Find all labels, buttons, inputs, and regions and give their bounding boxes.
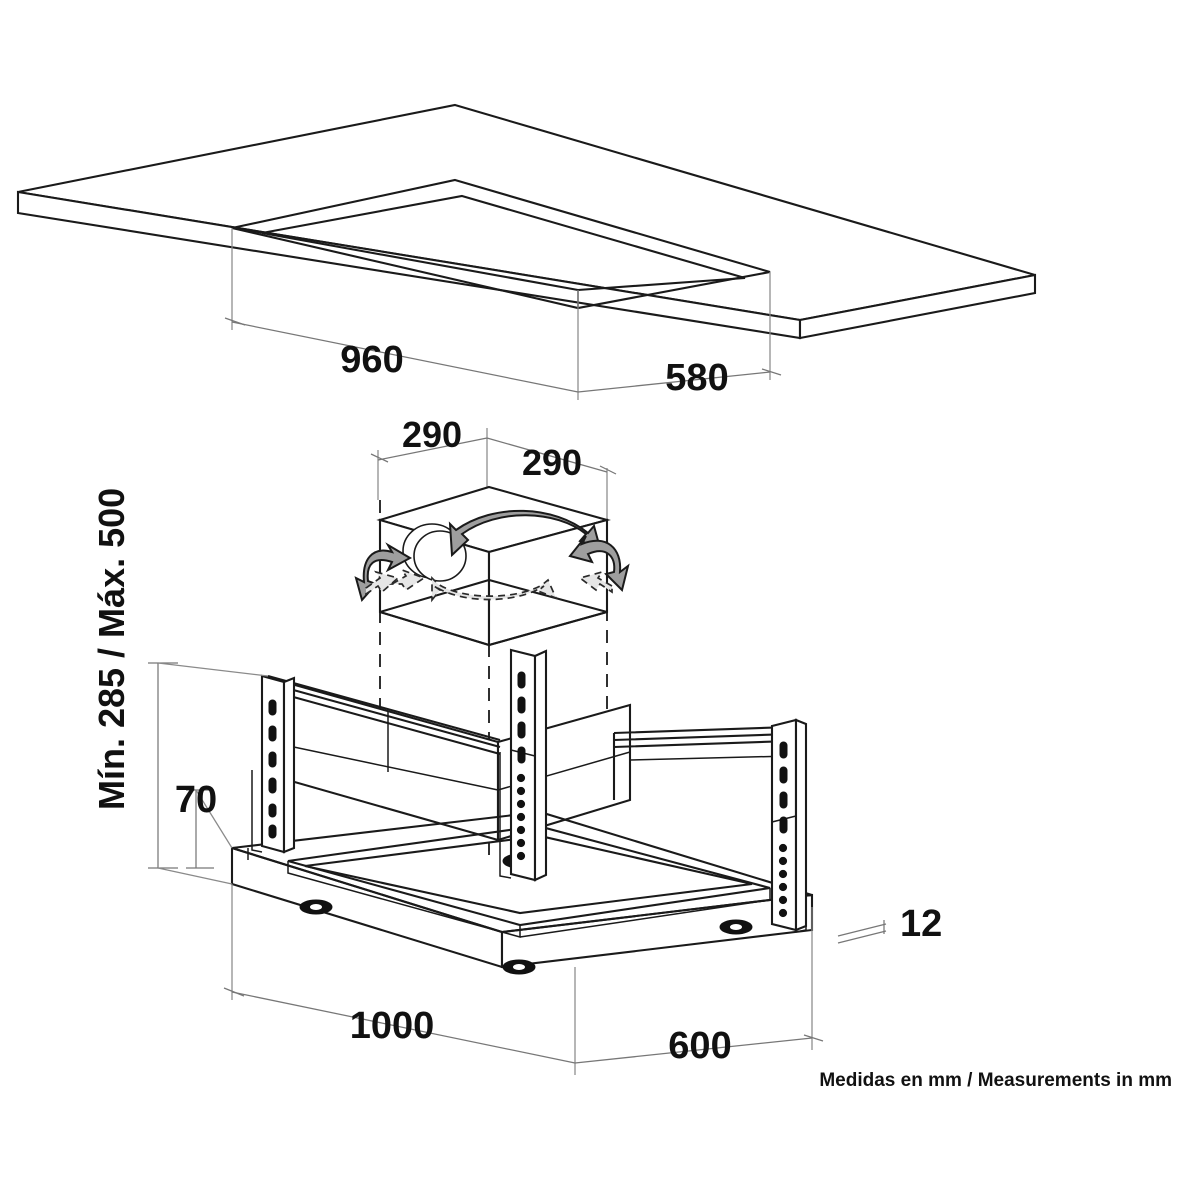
bracket-right-slot-3: [779, 791, 788, 809]
dimension-12-group: 12: [837, 903, 942, 945]
bracket-center-hole-6: [516, 838, 526, 848]
bracket-right-hole-4: [778, 882, 788, 892]
dimension-580-group: 580: [577, 272, 782, 399]
bracket-right-hole-2: [778, 856, 788, 866]
bracket-center-slide-rail: [499, 752, 512, 879]
dimension-70-group: 70: [175, 779, 233, 869]
bracket-center-hole-5: [516, 825, 526, 835]
dim-tick-290-right: [599, 465, 617, 475]
dim-line-960: [231, 321, 579, 393]
bracket-left-slot-3: [268, 751, 277, 768]
dim-label-580: 580: [665, 357, 728, 399]
ceiling-panel-group: [16, 103, 1037, 340]
filter-frame-thickness: [287, 861, 771, 938]
bracket-center-hole-4: [516, 812, 526, 822]
dim-label-960: 960: [340, 339, 403, 381]
bracket-center-slot-3: [517, 721, 526, 739]
dimension-290-left-group: 290: [370, 414, 488, 500]
dim-line-580: [577, 371, 771, 393]
dimension-960-group: 960: [224, 228, 579, 400]
dim-tick-1000-left: [223, 987, 245, 997]
hood-inner-divider-b: [269, 741, 499, 791]
dim-tick-290-left: [370, 453, 389, 463]
bracket-center-slot-1: [517, 671, 526, 689]
dim-line-290-left: [377, 437, 488, 461]
led-spot-front-left-inner: [310, 904, 322, 910]
dimension-290-right-group: 290: [486, 437, 617, 520]
bracket-center-slot-2: [517, 696, 526, 714]
bracket-center-slot-4: [517, 746, 526, 764]
bracket-right-hole-5: [778, 895, 788, 905]
measurement-units-note: Medidas en mm / Measurements in mm: [819, 1070, 1172, 1091]
hood-rim-rail-right: [613, 725, 791, 749]
bracket-right-hole-6: [778, 908, 788, 918]
bracket-left-slot-2: [268, 725, 277, 742]
hood-rim-rail-left: [267, 674, 501, 756]
bracket-left-slot-4: [268, 777, 277, 794]
dimension-600-group: 600: [574, 907, 824, 1067]
ceiling-slab-right-edge: [798, 273, 1037, 340]
ghost-arrow-left: [365, 570, 400, 596]
dim-tick-960-left: [224, 317, 246, 326]
dimension-1000-group: 1000: [223, 884, 576, 1075]
bracket-right-slide-rail: [795, 850, 807, 933]
filter-frame-inner: [304, 834, 753, 915]
rotation-arrow-right: [568, 535, 630, 592]
bracket-center-hole-3: [516, 799, 526, 809]
bracket-right-group: [770, 718, 808, 933]
hood-right-wall-edge: [629, 755, 791, 761]
dim-label-600: 600: [668, 1025, 731, 1067]
motor-box-bottom-back-edge: [379, 578, 608, 614]
ghost-arrow-right: [578, 570, 613, 594]
bracket-right-hole-3: [778, 869, 788, 879]
bracket-left-group: [251, 674, 296, 854]
led-spot-front-center-inner: [513, 964, 525, 970]
bracket-center-hole-2: [516, 786, 526, 796]
dim-line-600: [574, 1037, 813, 1064]
bracket-right-hole-1: [778, 843, 788, 853]
dim-label-290-left: 290: [402, 414, 462, 455]
bracket-right-slot-2: [779, 766, 788, 784]
bracket-left-side: [282, 676, 296, 854]
rotation-arrows-group: [354, 509, 630, 603]
bracket-center-hole-7: [516, 851, 526, 861]
dim-tick-600-right: [803, 1034, 824, 1042]
dim-label-1000: 1000: [350, 1005, 435, 1047]
bracket-center-group: [499, 648, 548, 882]
dim-line-290-right: [486, 437, 608, 473]
dim-line-1000: [231, 991, 576, 1064]
led-spot-right-inner: [730, 924, 742, 930]
motor-box-bottom-outline: [379, 610, 608, 647]
dim-label-12: 12: [900, 903, 942, 945]
dimension-height-range-group: Mín. 285 / Máx. 500: [91, 488, 269, 885]
dim-leader-12-upper: [837, 923, 887, 937]
dim-label-70: 70: [175, 779, 217, 821]
bracket-right-side: [794, 718, 808, 932]
bracket-right-slot-1: [779, 741, 788, 759]
rotation-arrow-top: [448, 509, 602, 558]
dim-tick-580-right: [761, 368, 782, 376]
ghost-arrow-bottom-arc: [431, 575, 558, 603]
bracket-left-slot-1: [268, 699, 277, 716]
alignment-guides-group: [379, 500, 608, 860]
ext-line-height-top: [157, 662, 269, 677]
bracket-left-slide-rail: [251, 770, 263, 853]
dim-label-290-right: 290: [522, 442, 582, 483]
ghost-arrow-left-2: [388, 568, 426, 592]
bracket-left-slot-6: [268, 824, 277, 839]
ext-line-70-top: [195, 789, 233, 849]
dim-leader-12-lower: [837, 930, 887, 944]
bracket-center-hole-1: [516, 773, 526, 783]
bracket-right-slot-4: [779, 816, 788, 834]
bracket-center-side: [533, 649, 548, 882]
bracket-left-slot-5: [268, 803, 277, 818]
ext-line-height-bottom: [157, 867, 233, 885]
dim-label-height-range: Mín. 285 / Máx. 500: [91, 488, 132, 810]
